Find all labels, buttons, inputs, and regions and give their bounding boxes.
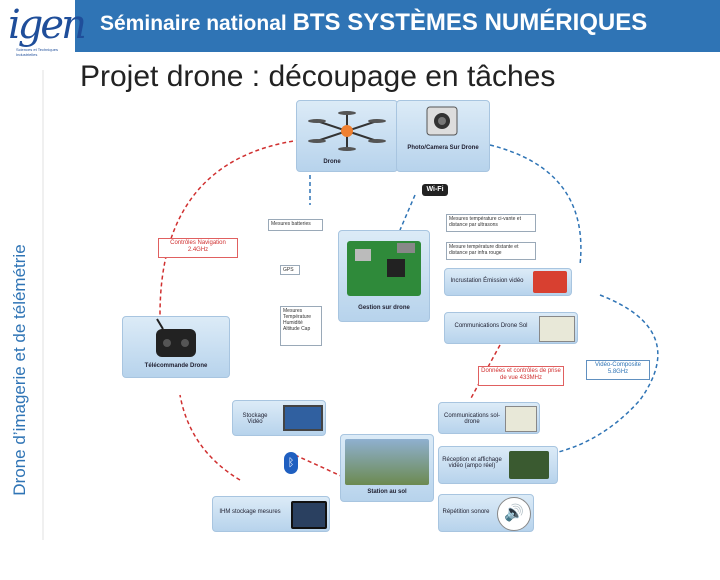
gps-box: GPS (280, 265, 300, 275)
drone-box: Drone (296, 100, 398, 172)
telecommande-label: Télécommande Drone (144, 363, 208, 369)
sidebar: Drone d’imagerie et de télémétrie (0, 70, 44, 540)
controles-navigation-box: Contrôles Navigation 2.4GHz (158, 238, 238, 258)
incrustation-box: Incrustation Émission vidéo (444, 268, 572, 296)
comm-sol-drone-box: Communications sol-drone (438, 402, 540, 434)
drone-label: Drone (323, 159, 341, 165)
drone-icon (308, 111, 386, 151)
station-sol-label: Station au sol (367, 489, 407, 495)
bluetooth-symbol: ᛒ (287, 457, 295, 469)
video-composite-box: Vidéo-Composite 5.8GHz (586, 360, 650, 380)
link-station-telecommande (179, 394, 241, 481)
station-photo-icon (345, 439, 429, 485)
tablet-icon (291, 501, 327, 529)
temp-us-box: Mesures température ci-vante et distance… (446, 214, 536, 232)
comm-drone-sol-label: Communications Drone Sol (454, 323, 528, 329)
logo-text: igen (8, 2, 87, 48)
receiver-module-icon (509, 451, 549, 479)
reception-affichage-label: Réception et affichage vidéo (ampo réel) (442, 457, 502, 469)
temp-ir-box: Mesure température distante et distance … (446, 242, 536, 260)
station-sol-box: Station au sol (340, 434, 434, 502)
header-title-main: BTS SYSTÈMES NUMÉRIQUES (292, 9, 648, 36)
bluetooth-icon: ᛒ (284, 452, 298, 474)
link-camera-incrustation (489, 144, 582, 266)
ihm-stockage-box: IHM stockage mesures (212, 496, 330, 532)
link-incrustation-reception (544, 294, 659, 456)
ihm-stockage-label: IHM stockage mesures (219, 509, 281, 515)
wifi-icon: Wi-Fi (422, 184, 448, 196)
laptop-icon (283, 405, 323, 431)
remote-icon (156, 318, 196, 357)
donnees-controles-label: Données et contrôles de prise de vue 433… (481, 368, 561, 381)
gps-label: GPS (283, 267, 294, 273)
gestion-drone-box: Gestion sur drone (338, 230, 430, 322)
wifi-label: Wi-Fi (426, 186, 444, 193)
stockage-video-box: Stockage Vidéo (232, 400, 326, 436)
link-wifi-gestion (399, 194, 416, 231)
restitution-sonore-box: Répétition sonore 🔊 (438, 494, 534, 532)
camera-box: Photo/Camera Sur Drone (396, 100, 490, 172)
capteurs-label: Mesures Température Humidité Altitude Ca… (283, 308, 312, 332)
camera-icon (426, 106, 458, 136)
incrustation-label: Incrustation Émission vidéo (450, 278, 524, 284)
temp-us-label: Mesures température ci-vante et distance… (449, 216, 521, 228)
logo: igen Sciences et Techniques Industrielle… (0, 0, 87, 70)
header-title-prefix: Séminaire national (100, 12, 293, 35)
speaker-icon: 🔊 (497, 497, 531, 531)
comm-sol-drone-label: Communications sol-drone (443, 413, 501, 425)
logo-subtitle: Sciences et Techniques Industrielles (16, 47, 58, 57)
radio-module-icon (539, 316, 575, 342)
restitution-sonore-label: Répétition sonore (442, 509, 490, 515)
mesures-batteries-box: Mesures batteries (268, 219, 323, 231)
donnees-controles-box: Données et contrôles de prise de vue 433… (478, 366, 564, 386)
diagram-links (159, 139, 659, 481)
radio-module-2-icon (505, 406, 537, 432)
gestion-drone-label: Gestion sur drone (358, 305, 410, 311)
video-module-icon (533, 271, 567, 293)
header-title: Séminaire national BTS SYSTÈMES NUMÉRIQU… (100, 9, 647, 37)
reception-affichage-box: Réception et affichage vidéo (ampo réel) (438, 446, 558, 484)
camera-label: Photo/Camera Sur Drone (407, 145, 479, 151)
link-drone-telecommande (159, 139, 301, 316)
video-composite-label: Vidéo-Composite 5.8GHz (595, 362, 641, 375)
comm-drone-sol-box: Communications Drone Sol (444, 312, 578, 344)
capteurs-box: Mesures Température Humidité Altitude Ca… (280, 306, 322, 346)
temp-ir-label: Mesure température distante et distance … (449, 244, 519, 256)
controles-navigation-label: Contrôles Navigation 2.4GHz (170, 240, 226, 253)
board-icon (347, 241, 421, 296)
slide-title: Projet drone : découpage en tâches (80, 60, 556, 93)
stockage-video-label: Stockage Vidéo (242, 413, 268, 425)
mesures-batteries-label: Mesures batteries (271, 221, 311, 227)
telecommande-box: Télécommande Drone (122, 316, 230, 378)
header-bar: Séminaire national BTS SYSTÈMES NUMÉRIQU… (0, 0, 720, 52)
